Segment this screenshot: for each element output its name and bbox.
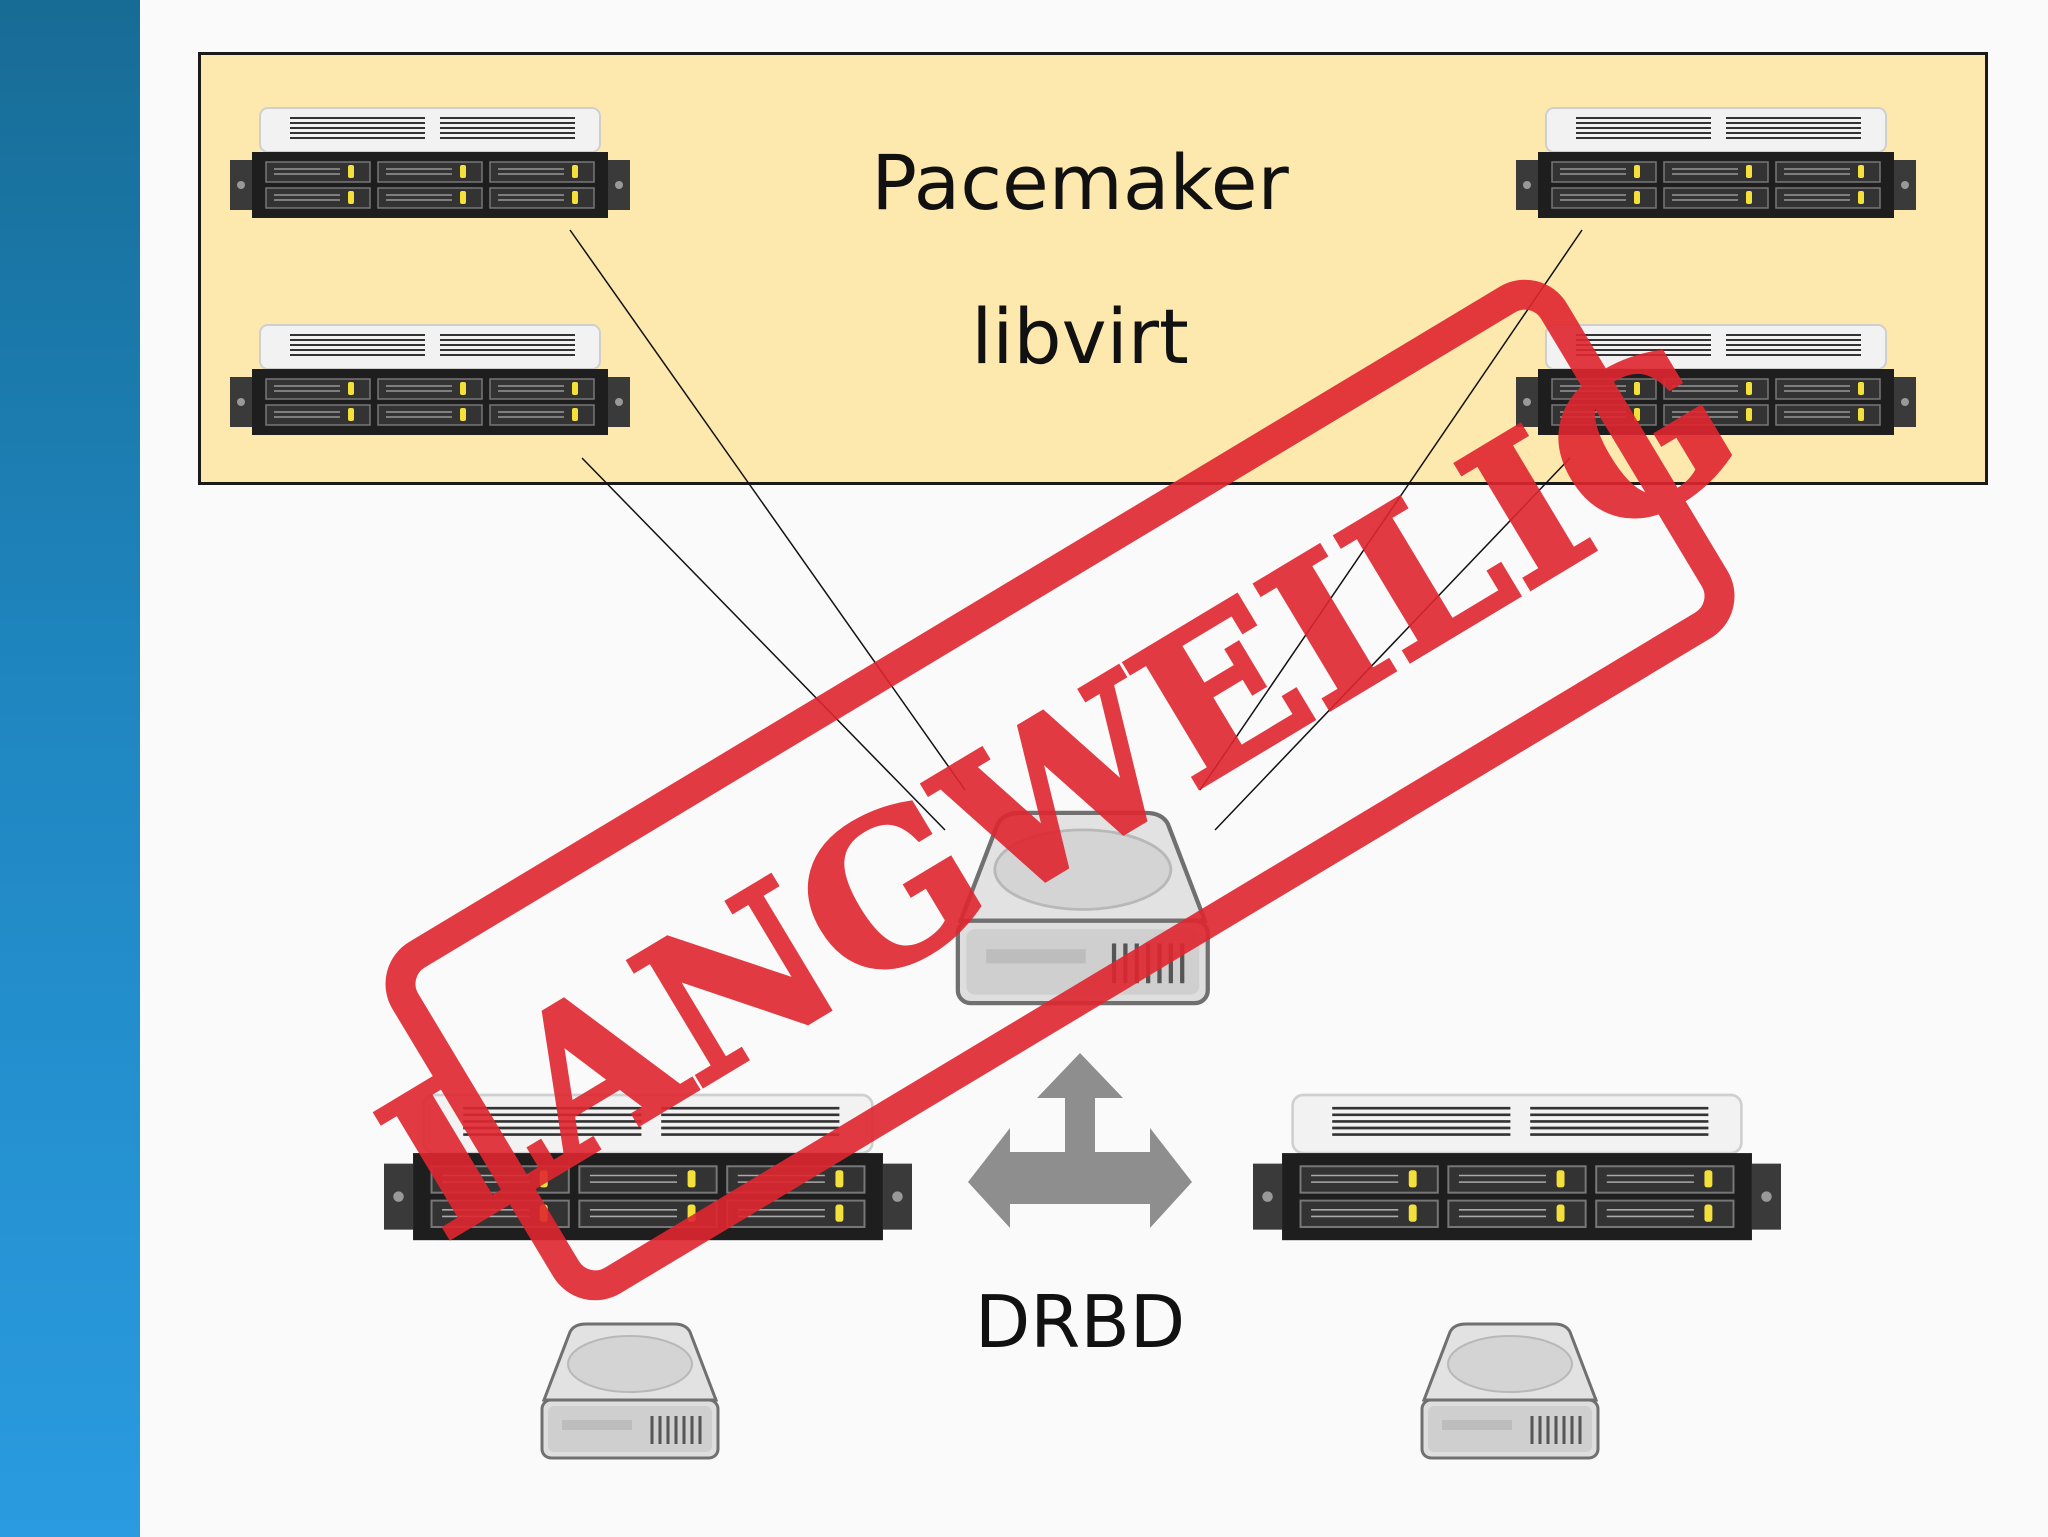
pacemaker-label: Pacemaker [871,138,1289,227]
server-top-right-1 [1515,107,1917,219]
server-bottom-right [1251,1093,1783,1242]
server-top-left-2 [229,324,631,436]
sidebar-stripe [0,0,140,1537]
stamp-frame [385,279,1735,1301]
connection-line [581,457,946,831]
server-top-left-1 [229,107,631,219]
connection-line [569,229,966,791]
connection-line [1214,457,1571,831]
connection-lines [569,229,1583,831]
drbd-label: DRBD [974,1280,1186,1364]
libvirt-label: libvirt [971,292,1189,381]
hard-disk-icon [1420,1322,1600,1460]
connection-line [1199,229,1583,791]
three-way-arrow-icon [968,1053,1192,1228]
hard-disk-icon [540,1322,720,1460]
